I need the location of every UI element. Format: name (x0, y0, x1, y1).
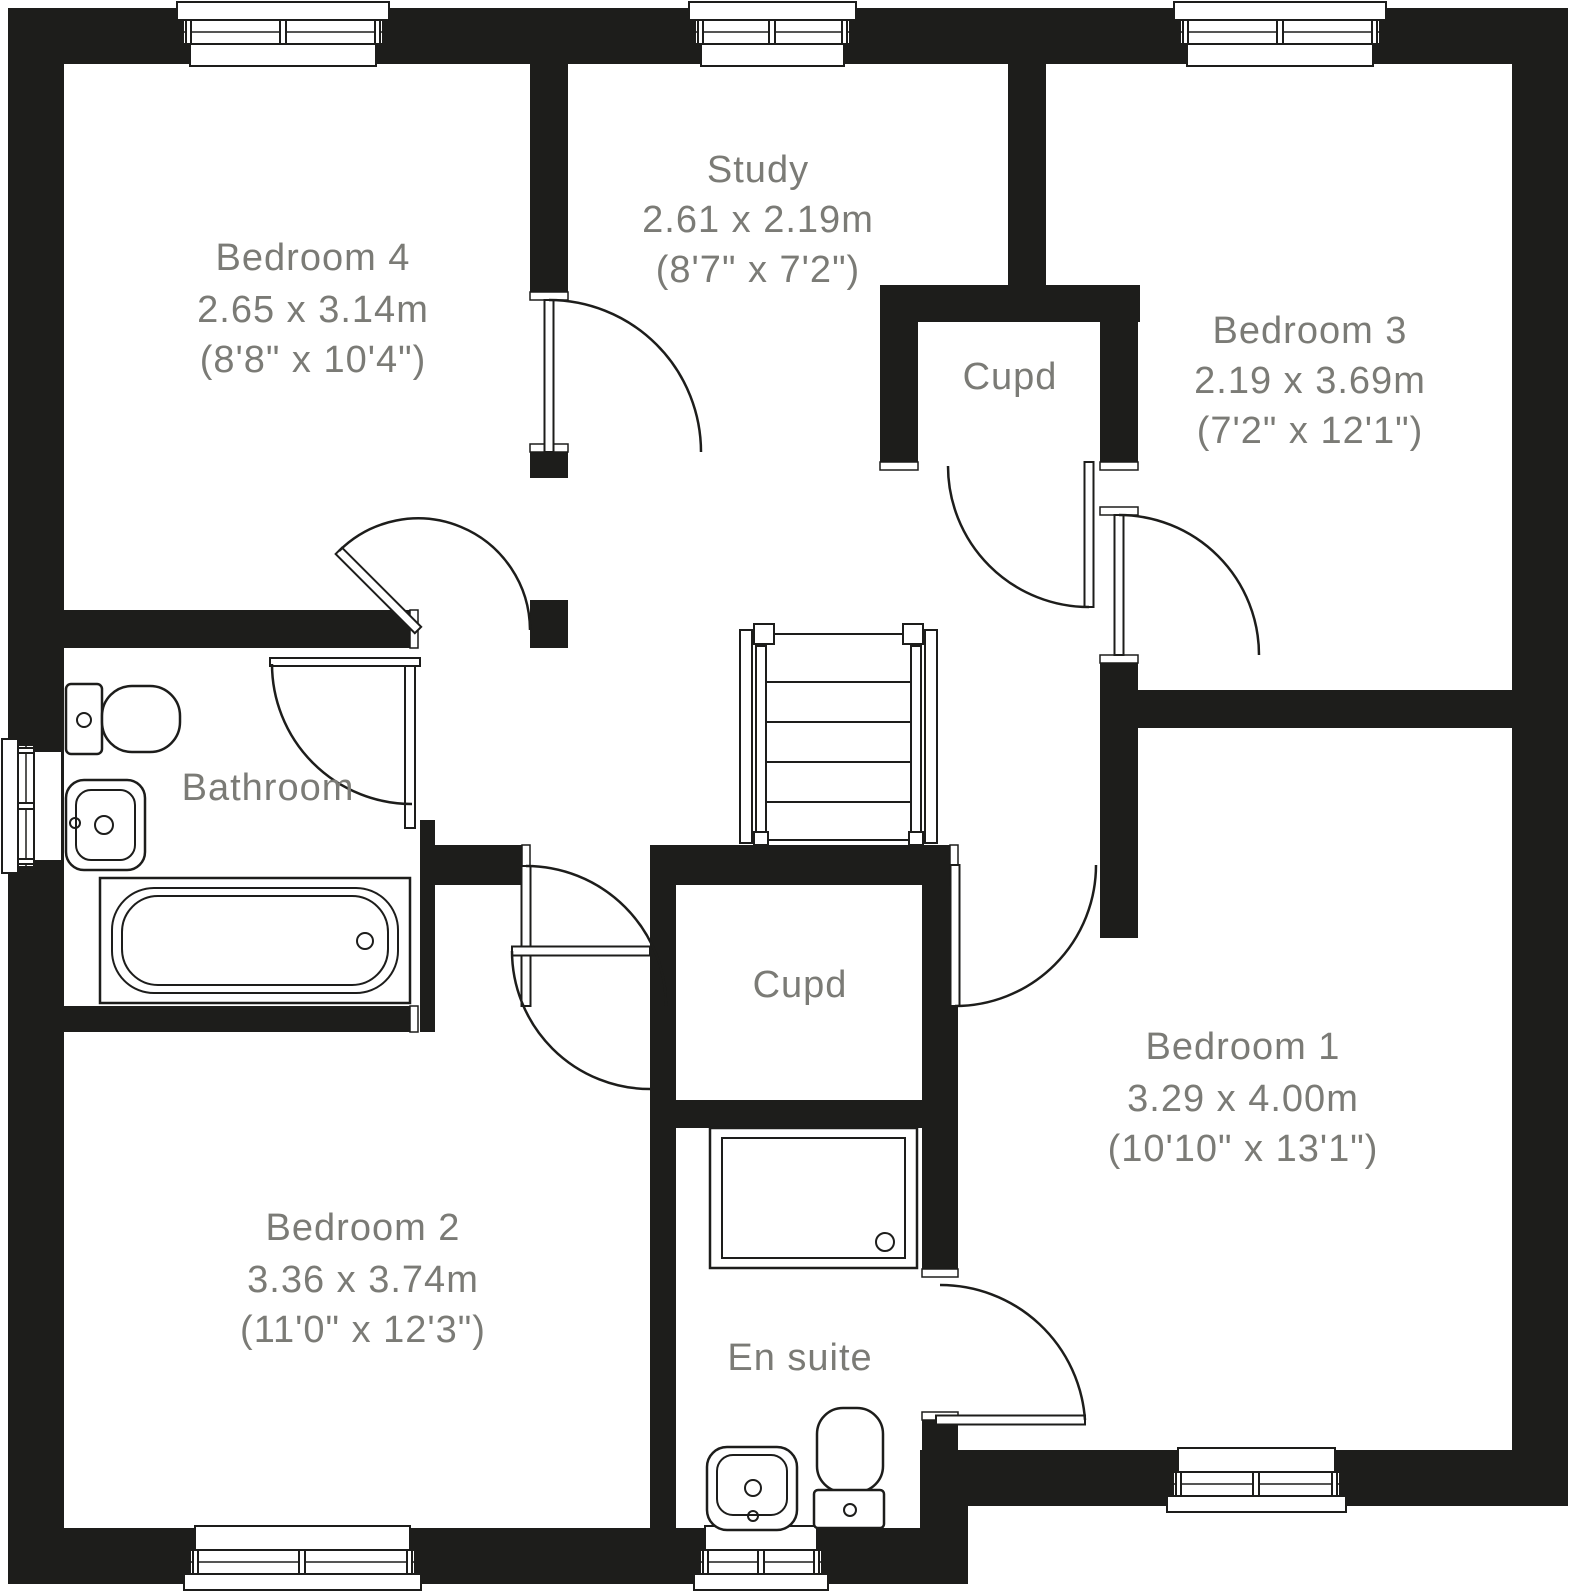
room-dim-imperial: (8'8" x 10'4") (200, 339, 427, 381)
newel-post (753, 623, 775, 645)
room-dim-metric: 2.19 x 3.69m (1194, 360, 1426, 402)
wall-bedroom1-left (1100, 728, 1138, 938)
door-bedroom4 (334, 517, 532, 635)
shower-tray-fixture (708, 1126, 919, 1270)
wall-exterior-step (920, 1450, 968, 1584)
wall-bedroom2-right (650, 885, 676, 1584)
jamb (1099, 461, 1139, 471)
room-name: Bedroom 3 (1213, 310, 1408, 352)
wall-under-stairs (650, 845, 958, 885)
room-dim-imperial: (10'10" x 13'1") (1108, 1128, 1379, 1170)
room-cupboard-top: Cupd (963, 356, 1058, 398)
room-dim-imperial: (11'0" x 12'3") (240, 1309, 486, 1351)
interior-walls (64, 64, 1512, 1584)
room-dim-metric: 2.61 x 2.19m (642, 199, 874, 241)
wall-cupboard-top (880, 285, 1140, 322)
jamb (1099, 654, 1139, 664)
wall-ensuite-right-stub (922, 1420, 958, 1454)
staircase (739, 623, 938, 846)
door-hall (510, 945, 651, 1091)
door-bedroom2 (520, 864, 668, 1007)
room-name: Cupd (753, 964, 848, 1006)
bath-fixture (98, 876, 412, 1005)
room-name: Bathroom (182, 767, 355, 809)
room-name: Bedroom 2 (266, 1207, 461, 1249)
ensuite-basin-fixture (705, 1445, 799, 1532)
room-name: Study (707, 149, 809, 191)
room-bedroom1: Bedroom 1 3.29 x 4.00m (10'10" x 13'1") (1108, 1026, 1379, 1170)
wall-landing-corner (530, 600, 568, 648)
wall-exterior-right (1512, 8, 1568, 1506)
wall-bedroom3-bottom (1100, 690, 1512, 728)
room-dim-metric: 2.65 x 3.14m (197, 289, 429, 331)
door-ensuite (935, 1283, 1087, 1426)
room-labels: Bedroom 4 2.65 x 3.14m (8'8" x 10'4") St… (182, 149, 1426, 1379)
ensuite-toilet-fixture (812, 1406, 886, 1530)
newel-post (753, 831, 769, 846)
room-dim-metric: 3.36 x 3.74m (247, 1259, 479, 1301)
wall-cupboard2-bottom (676, 1100, 922, 1128)
jamb (409, 1005, 419, 1033)
window-ensuite (693, 1525, 829, 1591)
bathroom-fixtures (64, 682, 412, 1005)
window-bathroom (1, 738, 63, 874)
jamb (879, 461, 919, 471)
room-study: Study 2.61 x 2.19m (8'7" x 7'2") (642, 149, 874, 291)
wall-bathroom-right (420, 820, 435, 1032)
room-ensuite: En suite (727, 1337, 872, 1379)
window-bedroom4 (176, 1, 390, 67)
room-dim-imperial: (7'2" x 12'1") (1197, 410, 1424, 452)
room-name: Bedroom 4 (216, 237, 411, 279)
room-bedroom4: Bedroom 4 2.65 x 3.14m (8'8" x 10'4") (197, 237, 429, 381)
wall-study-stub (530, 452, 568, 478)
wall-cupboard-right (1100, 285, 1138, 470)
wall-cupboard-left (880, 285, 918, 470)
window-bedroom2 (183, 1525, 422, 1591)
room-bedroom3: Bedroom 3 2.19 x 3.69m (7'2" x 12'1") (1194, 310, 1426, 452)
wall-bedroom4-bottom (64, 610, 418, 648)
jamb (921, 1268, 959, 1278)
room-name: Cupd (963, 356, 1058, 398)
door-bathroom (269, 657, 421, 829)
window-study (688, 1, 857, 67)
wall-study-bedroom3 (1008, 64, 1046, 285)
newel-post (902, 623, 924, 645)
window-bedroom3 (1173, 1, 1387, 67)
room-name: En suite (727, 1337, 872, 1379)
door-study (543, 298, 703, 453)
toilet-fixture (64, 682, 182, 756)
room-name: Bedroom 1 (1146, 1026, 1341, 1068)
room-dim-imperial: (8'7" x 7'2") (656, 249, 860, 291)
room-dim-metric: 3.29 x 4.00m (1127, 1078, 1359, 1120)
door-bedroom1 (949, 864, 1098, 1008)
newel-post (908, 831, 924, 846)
wall-hall-left (433, 845, 530, 885)
ensuite-fixtures (705, 1126, 919, 1532)
room-bathroom: Bathroom (182, 767, 355, 809)
doors (269, 298, 1261, 1426)
wall-bedroom2-top (64, 1006, 418, 1032)
window-bedroom1 (1166, 1447, 1347, 1513)
door-cupboard-top (946, 461, 1095, 609)
room-bedroom2: Bedroom 2 3.36 x 3.74m (11'0" x 12'3") (240, 1207, 486, 1351)
wall-bedroom4-study (530, 64, 568, 300)
room-cupboard-lower: Cupd (753, 964, 848, 1006)
basin-fixture (64, 778, 147, 872)
door-bedroom3 (1113, 513, 1261, 656)
